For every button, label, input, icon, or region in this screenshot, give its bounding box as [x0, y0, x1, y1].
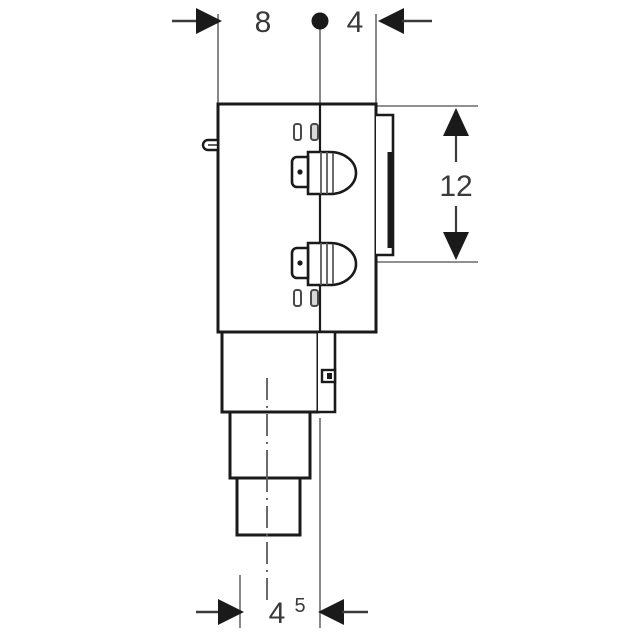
dim-12-arrow-down-icon [443, 232, 469, 260]
left-side-tab [201, 138, 220, 152]
vent-slot-3 [293, 289, 302, 307]
outlet-tier-2 [228, 410, 312, 480]
ventilation-slots-upper [293, 123, 319, 141]
nozzle-lower-body [306, 241, 358, 287]
extension-lines [217, 14, 478, 628]
dim-8-label: 8 [255, 6, 272, 39]
dim-4-arrow-left-icon [378, 8, 404, 34]
dim-12-label: 12 [439, 170, 472, 203]
dim-12-arrow-up-icon [443, 108, 469, 136]
nozzle-upper-body [306, 150, 358, 196]
dim-top-8: 8 [172, 6, 271, 39]
ventilation-slots-lower [293, 289, 319, 307]
dim-45-arrow-left-icon [318, 599, 344, 625]
dim-45-label-superscript: 5 [294, 595, 305, 617]
vent-slot-4 [310, 289, 319, 307]
dim-4-label: 4 [347, 6, 364, 39]
dim-45-label: 4 [269, 597, 286, 630]
outlet-side-port-inner [327, 373, 332, 379]
dim-45-arrow-right-icon [218, 599, 244, 625]
dim-bottom-45: 4 5 [196, 595, 368, 630]
nozzle-upper-pivot-icon [297, 169, 303, 175]
vent-slot-1 [293, 123, 302, 141]
dim-4-dot-icon [311, 12, 329, 30]
nozzle-lower-pivot-icon [297, 260, 303, 266]
dim-8-arrow-right-icon [196, 8, 222, 34]
dim-12-label-mask [434, 162, 482, 206]
rear-mounting-panel [376, 113, 395, 257]
stepped-outlet-pipe [220, 330, 337, 537]
vent-slot-2 [310, 123, 319, 141]
lower-connector-nozzle [290, 241, 358, 287]
upper-connector-nozzle [290, 150, 358, 196]
dim-right-12: 12 [434, 108, 482, 260]
dim-top-4: 4 [311, 6, 432, 39]
outlet-tier-3 [235, 476, 302, 537]
outlet-tier-1 [220, 330, 320, 414]
